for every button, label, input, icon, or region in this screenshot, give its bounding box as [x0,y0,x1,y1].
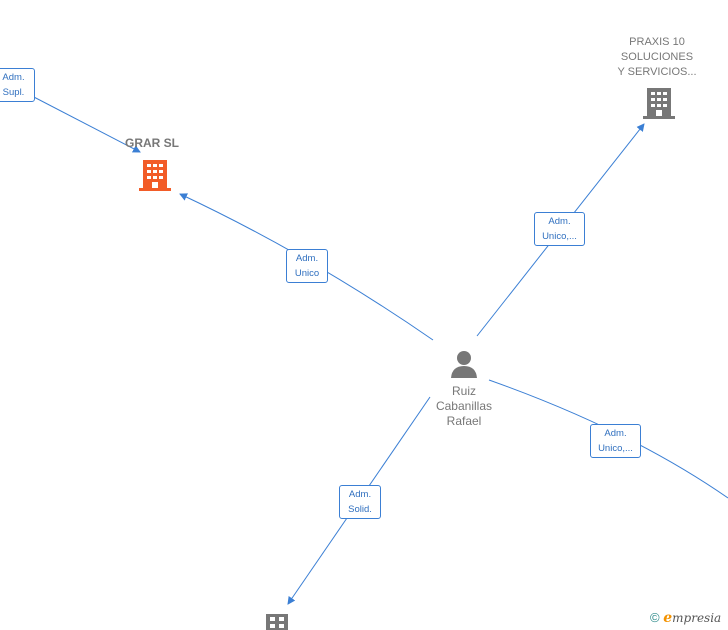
person-icon[interactable] [448,348,480,380]
copyright-symbol: © [650,610,660,625]
building-icon-bottom[interactable] [264,612,290,630]
person-name-label[interactable]: Ruiz Cabanillas Rafael [435,384,493,428]
edge-adm-supl [29,94,141,153]
building-icon-grar[interactable] [139,158,171,192]
edge-label-adm-unico-praxis[interactable]: Adm. Unico,... [534,212,585,246]
empresia-watermark: © empresia [650,610,721,626]
edge-label-adm-solid[interactable]: Adm. Solid. [339,485,381,519]
company-praxis-label[interactable]: PRAXIS 10 SOLUCIONES Y SERVICIOS... [617,36,697,78]
edge-label-adm-supl[interactable]: Adm. Supl. [0,68,35,102]
company-grar-label[interactable]: GRAR SL [125,136,179,150]
edge-label-adm-unico-right[interactable]: Adm. Unico,... [590,424,641,458]
brand-logo: empresia [663,610,722,626]
edge-label-adm-unico-grar[interactable]: Adm. Unico [286,249,328,283]
building-icon-praxis[interactable] [643,86,675,120]
